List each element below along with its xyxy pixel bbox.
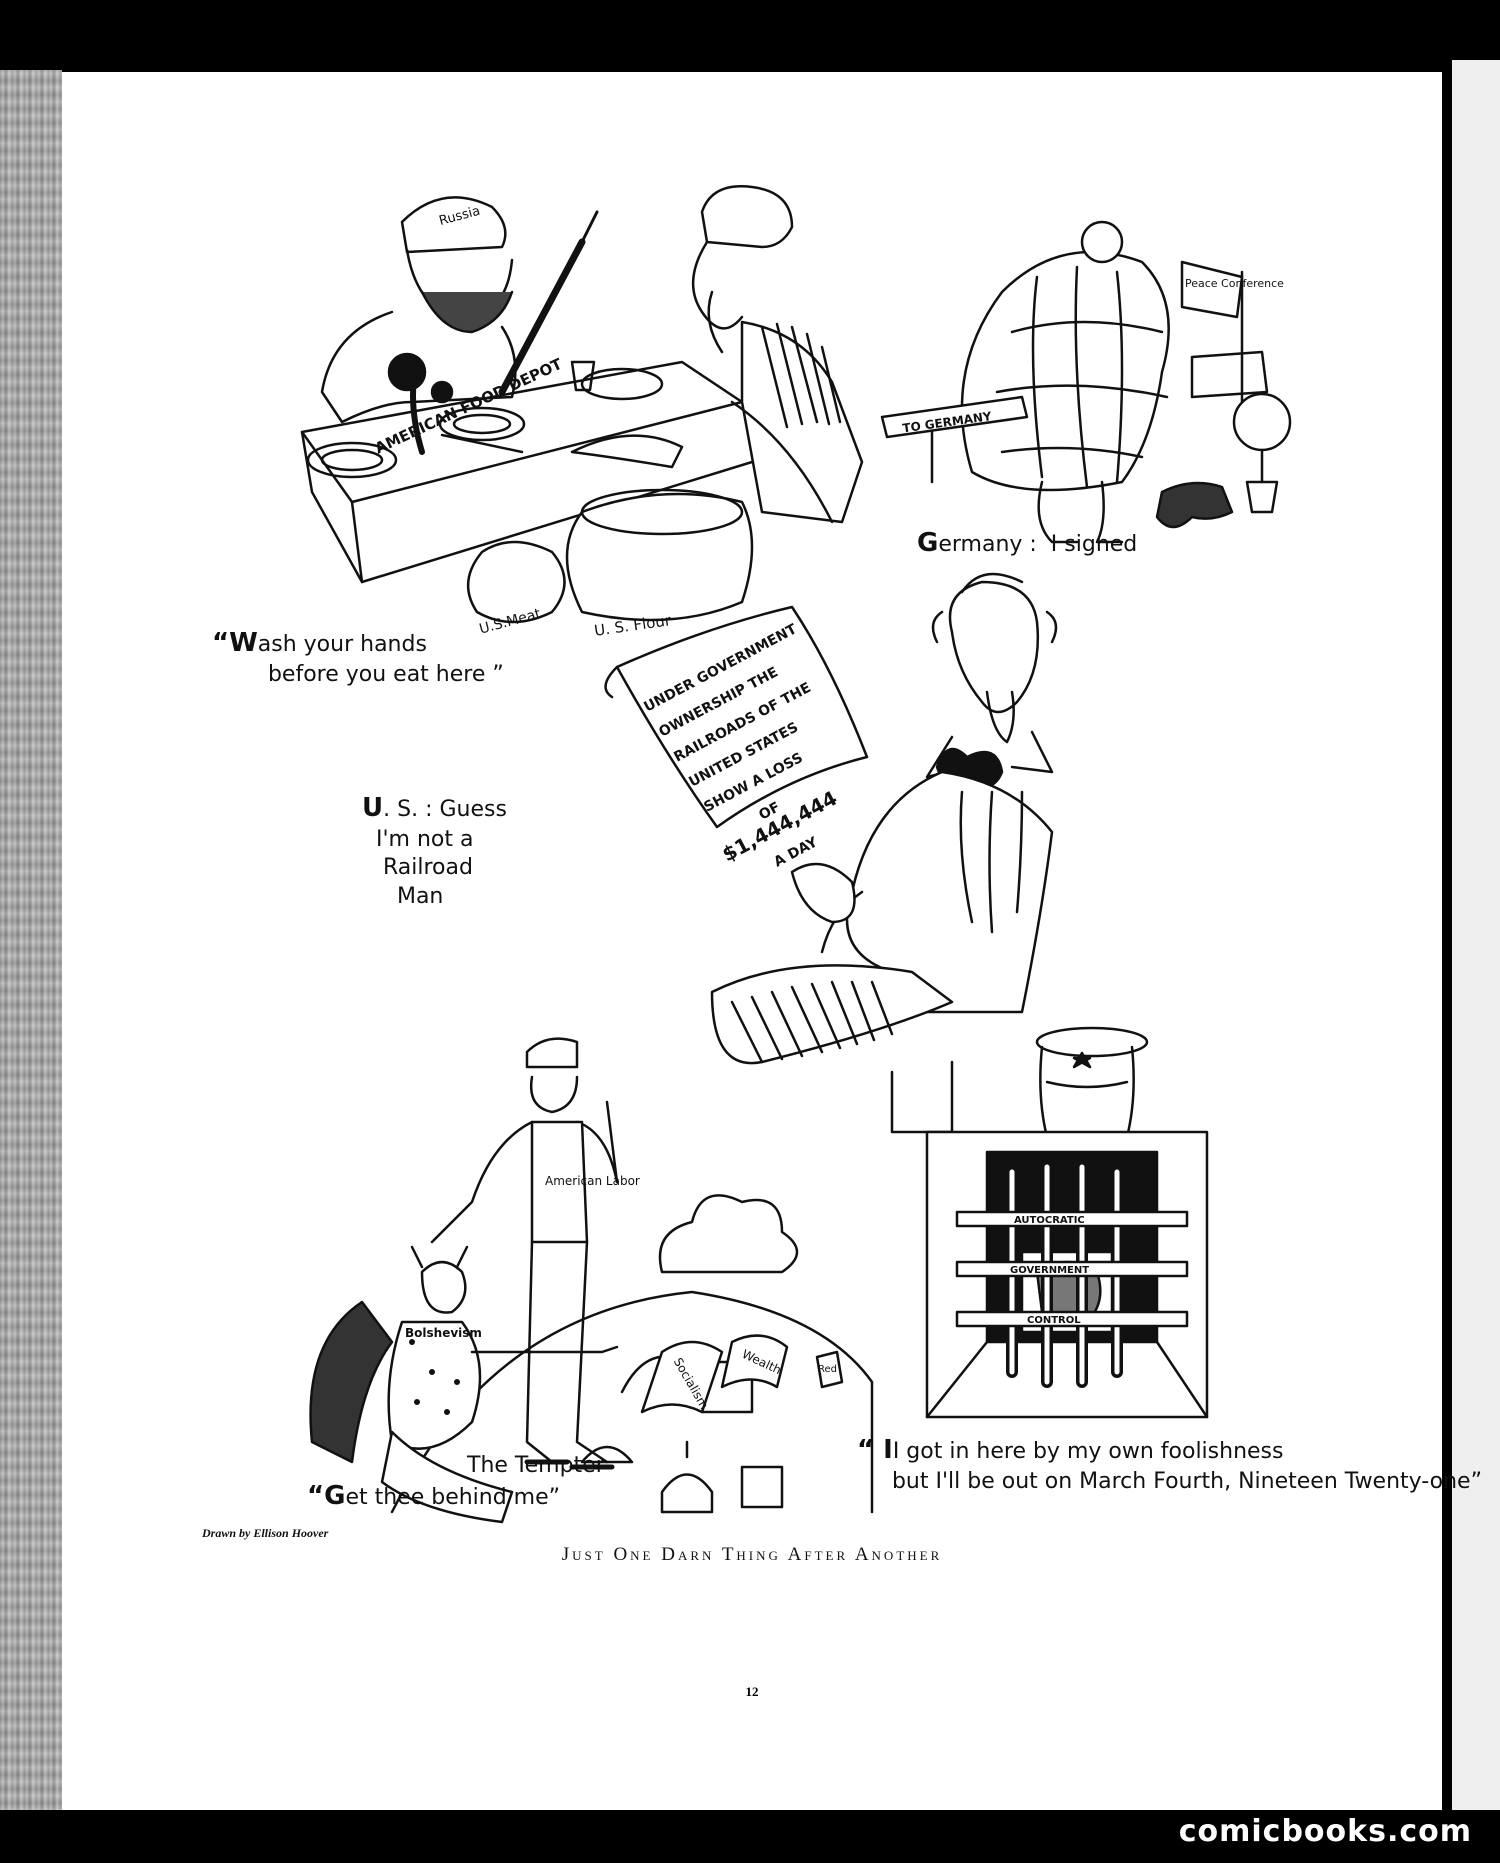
magazine-page: AMERICAN FOOD DEPOT Russia U.S.Meat U. S… bbox=[62, 72, 1482, 1810]
food-depot-panel bbox=[300, 185, 864, 624]
get-thee-caption: “Get thee behind me” bbox=[307, 1480, 560, 1514]
caption-initial: “W bbox=[212, 628, 258, 658]
caption-initial: “G bbox=[307, 1481, 346, 1511]
caption-text: . S. : Guess I'm not a Railroad Man bbox=[375, 797, 507, 909]
site-watermark: comicbooks.com bbox=[1178, 1814, 1472, 1849]
germany-panel bbox=[880, 220, 1292, 544]
peace-conference-flag: Peace Conference bbox=[1185, 277, 1284, 290]
tempter-label: The Tempter bbox=[467, 1453, 605, 1478]
page-number: 12 bbox=[745, 1684, 759, 1699]
jail-panel bbox=[925, 1130, 1209, 1419]
american-labor-label: American Labor bbox=[545, 1174, 640, 1188]
caption-text: ermany : I signed bbox=[938, 532, 1138, 557]
page-title: Just One Darn Thing After Another bbox=[561, 1544, 943, 1565]
artist-credit: Drawn by Ellison Hoover bbox=[202, 1526, 329, 1540]
caption-initial: G bbox=[917, 528, 939, 558]
jail-bar-labels: AUTOCRATIC GOVERNMENT CONTROL bbox=[1010, 1215, 1089, 1326]
tempter-panel bbox=[309, 1037, 874, 1524]
uncle-sam-panel bbox=[604, 572, 1149, 1144]
bolshevism-label: Bolshevism bbox=[405, 1326, 482, 1340]
wash-hands-caption: “Wash your hands before you eat here ” bbox=[212, 627, 504, 689]
cartoon-illustrations: AMERICAN FOOD DEPOT Russia U.S.Meat U. S… bbox=[300, 185, 1292, 1524]
adjacent-page-edge bbox=[1452, 60, 1500, 1810]
bar-label: AUTOCRATIC bbox=[1014, 1215, 1085, 1226]
bar-label: GOVERNMENT bbox=[1010, 1265, 1089, 1276]
caption-initial: “ I bbox=[857, 1435, 893, 1465]
us-railroad-caption: U. S. : Guess I'm not a Railroad Man bbox=[362, 792, 507, 912]
caption-text: ash your hands before you eat here ” bbox=[257, 632, 504, 687]
caption-text: et thee behind me” bbox=[345, 1485, 561, 1510]
caption-text: I got in here by my own foolishness but … bbox=[891, 1439, 1482, 1494]
foolishness-caption: “ II got in here by my own foolishness b… bbox=[857, 1434, 1482, 1496]
book-spine bbox=[0, 70, 62, 1810]
germany-caption: Germany : I signed bbox=[917, 527, 1137, 561]
red-banner: Red bbox=[818, 1364, 837, 1375]
bar-label: CONTROL bbox=[1027, 1315, 1081, 1326]
caption-initial: U bbox=[362, 793, 384, 823]
